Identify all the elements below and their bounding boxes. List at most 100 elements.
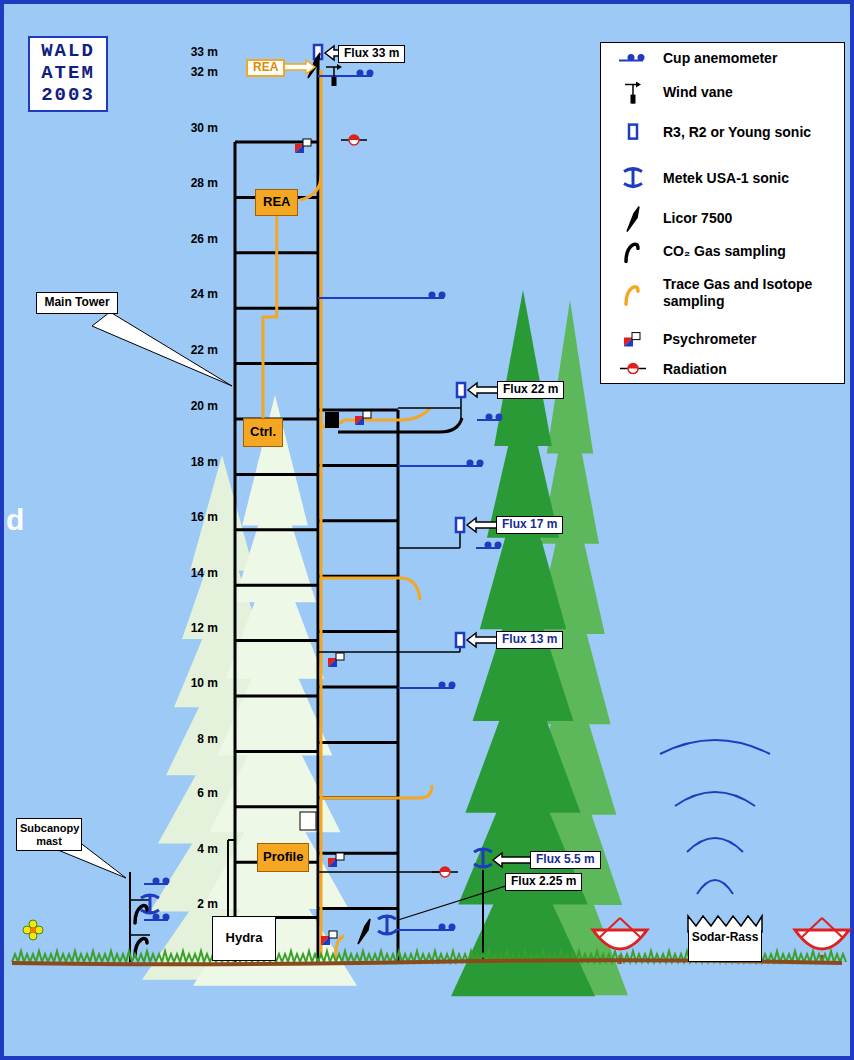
cup-anemometer [477, 414, 503, 421]
sonic-anemometer [456, 518, 464, 532]
height-label: 20 m [191, 399, 218, 413]
legend-text: Licor 7500 [663, 210, 838, 227]
psy-shield [632, 333, 640, 340]
metek-sonic [378, 916, 396, 934]
cup [439, 924, 446, 931]
flux-callout: Flux 13 m [496, 631, 563, 649]
legend-sample [613, 276, 653, 310]
tower-rung [235, 362, 318, 365]
profile-box: Profile [257, 843, 309, 872]
height-label: 6 m [197, 786, 218, 800]
boom [460, 398, 462, 420]
sound-wave [675, 792, 755, 806]
cup-anemometer [458, 460, 484, 467]
tower-rung [318, 741, 398, 744]
gas-sampling-tube [626, 287, 638, 304]
height-label: 24 m [191, 287, 218, 301]
tower-rung [235, 750, 318, 753]
flux-callout: Flux 5.5 m [530, 851, 601, 869]
conifer-tree [193, 395, 357, 986]
rad-half [349, 135, 359, 140]
radiation-sensor [432, 867, 458, 877]
cup [449, 682, 456, 689]
height-label: 33 m [191, 45, 218, 59]
tower-rung [318, 686, 398, 689]
legend-text: Trace Gas and Isotope sampling [663, 276, 838, 310]
node-text: Ctrl. [250, 425, 276, 440]
tower-rung [235, 639, 318, 642]
sound-wave [697, 880, 733, 894]
legend-row: Trace Gas and Isotope sampling [601, 276, 844, 310]
boom [318, 871, 445, 873]
control-box: Ctrl. [243, 418, 283, 447]
sound-wave [660, 740, 770, 754]
sonic-anemometer [629, 125, 637, 139]
vane-head [636, 82, 641, 88]
legend-row: Licor 7500 [601, 210, 844, 227]
node-text: Profile [263, 850, 303, 865]
instrument-box [300, 812, 316, 830]
height-label: 28 m [191, 176, 218, 190]
node-text: Flux 17 m [502, 518, 557, 532]
node-text: Main Tower [41, 296, 113, 310]
boom [318, 297, 420, 299]
cup-anemometer [619, 54, 645, 61]
cup [477, 460, 484, 467]
psychrometer [624, 333, 640, 347]
psychrometer [328, 853, 344, 867]
rea-box: REA [255, 189, 298, 216]
node-text: Flux 22 m [503, 383, 558, 397]
dish [795, 930, 849, 949]
boom [398, 465, 458, 467]
height-label: 16 m [191, 510, 218, 524]
rea-callout: REA [246, 59, 285, 77]
cup [485, 542, 492, 549]
legend-row: Psychrometer [601, 331, 844, 348]
petal [29, 920, 37, 928]
feed [620, 918, 640, 937]
licor-analyzer [627, 207, 639, 232]
height-label: 10 m [191, 676, 218, 690]
tree-tier [458, 749, 588, 905]
flux-callout: Flux 33 m [338, 45, 405, 63]
tower-rung [318, 409, 398, 412]
boom [459, 533, 461, 548]
rad-dome [440, 867, 450, 877]
legend-row: CO₂ Gas sampling [601, 243, 844, 260]
trace-gas-line [321, 578, 420, 600]
legend-sample [613, 115, 653, 149]
feed [600, 918, 620, 937]
legend-sample [613, 75, 653, 109]
cup [628, 54, 635, 61]
cup [163, 914, 170, 921]
sound-wave [687, 838, 743, 852]
cup [495, 542, 502, 549]
cup-anemometer [430, 924, 456, 931]
cup [486, 414, 493, 421]
legend-row: Cup anemometer [601, 50, 844, 67]
boom [130, 934, 150, 936]
cup [429, 292, 436, 299]
legend-text: Psychrometer [663, 331, 838, 348]
cup-anemometer [476, 542, 502, 549]
height-label: 4 m [197, 842, 218, 856]
tower-mast [317, 60, 320, 962]
cup-anemometer [144, 914, 170, 921]
psy-shield [336, 853, 344, 860]
cup-anemometer [430, 682, 456, 689]
trace-gas-line [320, 70, 323, 958]
tower-rung [318, 630, 398, 633]
flower [23, 920, 43, 940]
petal [35, 926, 43, 934]
node-text: Flux 33 m [344, 47, 399, 61]
node-text: REA [253, 61, 278, 75]
hydra-box: Hydra [212, 916, 276, 961]
height-label: 2 m [197, 897, 218, 911]
sampling-tube-connector [263, 216, 277, 418]
callout-balloon: Main Tower [36, 292, 118, 314]
node-text: Flux 5.5 m [536, 853, 595, 867]
conifer-tree [451, 290, 595, 996]
tower-rung [235, 805, 318, 808]
legend-sample [613, 322, 653, 356]
